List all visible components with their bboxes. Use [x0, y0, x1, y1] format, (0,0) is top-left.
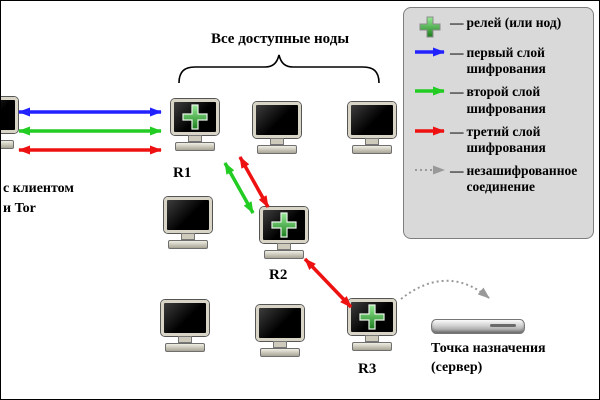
destination-label-line1: Точка назначения [431, 341, 546, 356]
legend: — релей (или нод) — первый слой шифрован… [403, 7, 594, 239]
monitor-stand [271, 139, 283, 144]
server-icon [431, 319, 525, 334]
legend-label: второй слой шифрования [466, 84, 546, 116]
relay-cross-icon [359, 304, 385, 330]
legend-label: первый слой шифрования [466, 45, 546, 77]
monitor-screen [171, 99, 219, 135]
client-computer [1, 97, 21, 149]
monitor-base [165, 343, 205, 352]
node [250, 102, 304, 154]
monitor-base [257, 145, 297, 154]
node [158, 300, 212, 352]
monitor-screen [256, 305, 304, 341]
legend-dash: — [450, 123, 464, 139]
monitor-screen [161, 300, 209, 336]
monitor-base [260, 348, 300, 357]
monitor-screen [1, 97, 18, 133]
legend-item-layer3: — третий слой шифрования [410, 124, 589, 156]
node [161, 197, 215, 249]
brace [178, 54, 380, 84]
monitor-base [352, 145, 392, 154]
node [253, 305, 307, 357]
monitor-base [168, 240, 208, 249]
monitor-stand [366, 139, 378, 144]
legend-dash: — [450, 45, 464, 60]
monitor-stand [182, 234, 194, 239]
monitor-base [1, 140, 14, 149]
legend-dash: — [450, 15, 464, 30]
monitor-stand [366, 336, 378, 341]
legend-item-unencrypted: — незашифрованное соединение [410, 163, 589, 195]
destination-label-line2: (сервер) [431, 360, 483, 375]
diagram-title: Все доступные ноды [210, 31, 350, 47]
legend-label: третий слой шифрования [466, 123, 546, 155]
legend-item-layer2: — второй слой шифрования [410, 84, 589, 116]
legend-label: релей (или нод) [466, 15, 562, 30]
legend-dash: — [450, 84, 464, 100]
relay-node-r3 [345, 299, 399, 351]
monitor-screen [164, 197, 212, 233]
arrow-r1-r2-layer3 [238, 156, 270, 208]
relay-cross-icon [410, 15, 450, 38]
red-arrow-icon [410, 124, 450, 137]
green-arrow-icon [410, 84, 450, 97]
legend-item-relay: — релей (или нод) [410, 15, 589, 38]
monitor-screen [348, 102, 396, 138]
blue-arrow-icon [410, 45, 450, 58]
monitor-screen [253, 102, 301, 138]
monitor-stand [274, 342, 286, 347]
arrow-r1-r2-layer2 [223, 162, 255, 214]
monitor-screen [260, 207, 308, 243]
relay-label-r2: R2 [269, 267, 288, 283]
relay-cross-icon [271, 212, 297, 238]
monitor-base [352, 342, 392, 351]
monitor-base [264, 250, 304, 259]
gray-dotted-arrow-icon [410, 163, 450, 176]
monitor-stand [179, 337, 191, 342]
relay-node-r2 [257, 207, 311, 259]
relay-cross-icon [182, 104, 208, 130]
monitor-stand [189, 136, 201, 141]
server-slot [490, 324, 516, 327]
relay-node-r1 [168, 99, 222, 151]
monitor-base [175, 142, 215, 151]
relay-label-r3: R3 [358, 361, 377, 377]
monitor-screen [348, 299, 396, 335]
monitor-stand [278, 244, 290, 249]
client-label-line1: с клиентом [3, 181, 74, 196]
legend-dash: — [450, 163, 464, 179]
relay-label-r1: R1 [173, 165, 192, 181]
legend-label: незашифрованное соединение [466, 163, 578, 195]
legend-item-layer1: — первый слой шифрования [410, 45, 589, 77]
node [345, 102, 399, 154]
client-label-line2: и Tor [3, 201, 36, 216]
arrow-unencrypted [400, 279, 490, 300]
